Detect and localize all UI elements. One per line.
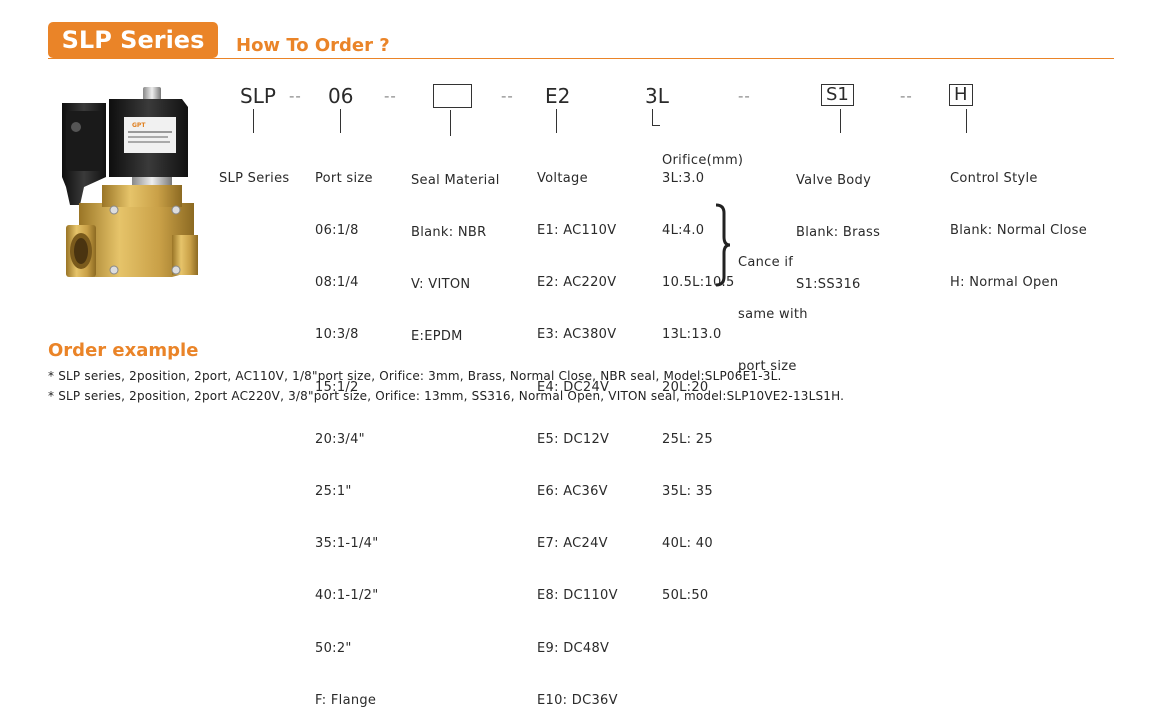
port-size-column: Port size 06:1/8 08:1/4 10:3/8 15:1/2 20… xyxy=(315,135,379,727)
connector-line xyxy=(450,110,451,136)
list-item: 4L:4.0 xyxy=(662,223,705,239)
orifice-note: Cance if same with port size xyxy=(738,219,808,393)
series-badge: SLP Series xyxy=(48,22,218,58)
list-item: 35L: 35 xyxy=(662,484,713,500)
code-control: H xyxy=(949,84,973,106)
svg-text:GPT: GPT xyxy=(132,122,146,129)
list-item: 35:1-1/4" xyxy=(315,536,379,552)
voltage-title: Voltage xyxy=(537,170,588,186)
example-line: * SLP series, 2position, 2port AC220V, 3… xyxy=(48,389,845,403)
connector-line xyxy=(840,109,841,133)
code-series: SLP xyxy=(240,84,276,108)
list-item: H: Normal Open xyxy=(950,275,1059,291)
seal-code-box xyxy=(433,84,472,108)
note-line: Cance if xyxy=(738,254,794,270)
how-to-order-title: How To Order ? xyxy=(236,35,390,56)
series-title: SLP Series xyxy=(219,170,290,186)
list-item: E9: DC48V xyxy=(537,640,610,656)
list-item: 15:1/2 xyxy=(315,379,359,395)
list-item: 20:3/4" xyxy=(315,431,365,447)
list-item: 10:3/8 xyxy=(315,327,359,343)
note-line: port size xyxy=(738,359,797,375)
port-size-title: Port size xyxy=(315,170,373,186)
list-item: 25:1" xyxy=(315,484,352,500)
code-orifice: 3L xyxy=(645,84,669,108)
list-item: E4: DC24V xyxy=(537,379,610,395)
connector-line xyxy=(966,109,967,133)
orifice-title: Orifice(mm) xyxy=(662,152,744,168)
connector-line xyxy=(340,109,341,133)
series-column: SLP Series xyxy=(219,135,289,205)
list-item: E:EPDM xyxy=(411,329,463,345)
list-item: 06:1/8 xyxy=(315,223,359,239)
list-item: E1: AC110V xyxy=(537,223,617,239)
note-line: same with xyxy=(738,307,808,323)
list-item: E8: DC110V xyxy=(537,588,618,604)
list-item: Blank: Brass xyxy=(796,225,881,241)
list-item: 3L:3.0 xyxy=(662,170,705,186)
seal-material-title: Seal Material xyxy=(411,172,500,188)
list-item: 40:1-1/2" xyxy=(315,588,379,604)
connector-line xyxy=(652,125,660,126)
control-style-title: Control Style xyxy=(950,170,1038,186)
code-separator: -- xyxy=(289,87,302,105)
connector-line xyxy=(556,109,557,133)
list-item: Blank: Normal Close xyxy=(950,223,1088,239)
list-item: 08:1/4 xyxy=(315,275,359,291)
list-item: 25L: 25 xyxy=(662,431,713,447)
list-item: E6: AC36V xyxy=(537,484,608,500)
list-item: S1:SS316 xyxy=(796,277,861,293)
connector-line xyxy=(253,109,254,133)
valve-body-column: Valve Body Blank: Brass S1:SS316 xyxy=(796,137,880,311)
header-rule xyxy=(48,58,1114,59)
connector-line xyxy=(652,109,653,125)
list-item: 13L:13.0 xyxy=(662,327,722,343)
brace-icon xyxy=(715,203,731,287)
list-item: 50L:50 xyxy=(662,588,709,604)
list-item: V: VITON xyxy=(411,277,471,293)
code-voltage: E2 xyxy=(545,84,571,108)
list-item: F: Flange xyxy=(315,692,377,708)
list-item: E2: AC220V xyxy=(537,275,617,291)
list-item: E7: AC24V xyxy=(537,536,608,552)
list-item: Blank: NBR xyxy=(411,225,487,241)
example-line: * SLP series, 2position, 2port, AC110V, … xyxy=(48,369,782,383)
list-item: 20L:20 xyxy=(662,379,709,395)
voltage-column: Voltage E1: AC110V E2: AC220V E3: AC380V… xyxy=(537,135,618,727)
list-item: E3: AC380V xyxy=(537,327,617,343)
control-style-column: Control Style Blank: Normal Close H: Nor… xyxy=(950,135,1087,309)
code-separator: -- xyxy=(501,87,514,105)
valve-body-title: Valve Body xyxy=(796,172,872,188)
solenoid-valve-image: GPT xyxy=(62,87,198,277)
list-item: 40L: 40 xyxy=(662,536,713,552)
code-valve-body: S1 xyxy=(821,84,854,106)
code-port: 06 xyxy=(328,84,354,108)
list-item: E10: DC36V xyxy=(537,692,618,708)
orifice-title-wrap: Orifice(mm) xyxy=(662,117,743,187)
code-separator: -- xyxy=(900,87,913,105)
code-separator: -- xyxy=(384,87,397,105)
list-item: E5: DC12V xyxy=(537,431,610,447)
list-item: 50:2" xyxy=(315,640,352,656)
seal-material-column: Seal Material Blank: NBR V: VITON E:EPDM xyxy=(411,137,500,363)
order-example-heading: Order example xyxy=(48,340,199,361)
code-separator: -- xyxy=(738,87,751,105)
